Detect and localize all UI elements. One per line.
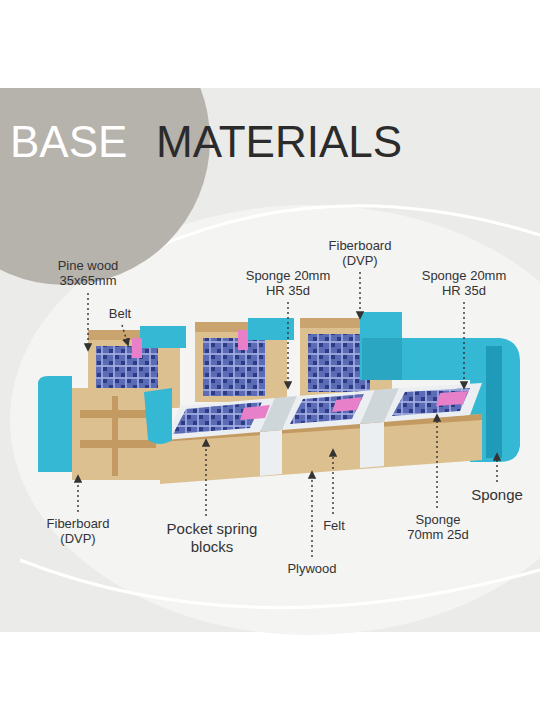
title: MATERIALS bbox=[156, 120, 402, 164]
part-label: Pine wood 35x65mm bbox=[56, 258, 121, 289]
part-label: Belt bbox=[109, 306, 131, 321]
part-label: Sponge 70mm 25d bbox=[405, 512, 471, 543]
part-label: Pocket spring blocks bbox=[166, 520, 258, 555]
leader-lines bbox=[78, 272, 497, 557]
heading-word: BASE bbox=[10, 120, 127, 164]
circle-clip: BASE bbox=[0, 88, 540, 632]
part-label: Plywood bbox=[287, 561, 336, 576]
part-label: Fiberboard (DVP) bbox=[45, 516, 112, 547]
grey-circle: BASE bbox=[0, 88, 210, 285]
part-label: Sponge bbox=[471, 486, 523, 504]
part-label: Sponge 20mm HR 35d bbox=[420, 268, 508, 299]
part-label: Sponge 20mm HR 35d bbox=[244, 268, 332, 299]
part-label: Felt bbox=[323, 518, 345, 533]
part-label: Fiberboard (DVP) bbox=[327, 238, 394, 269]
